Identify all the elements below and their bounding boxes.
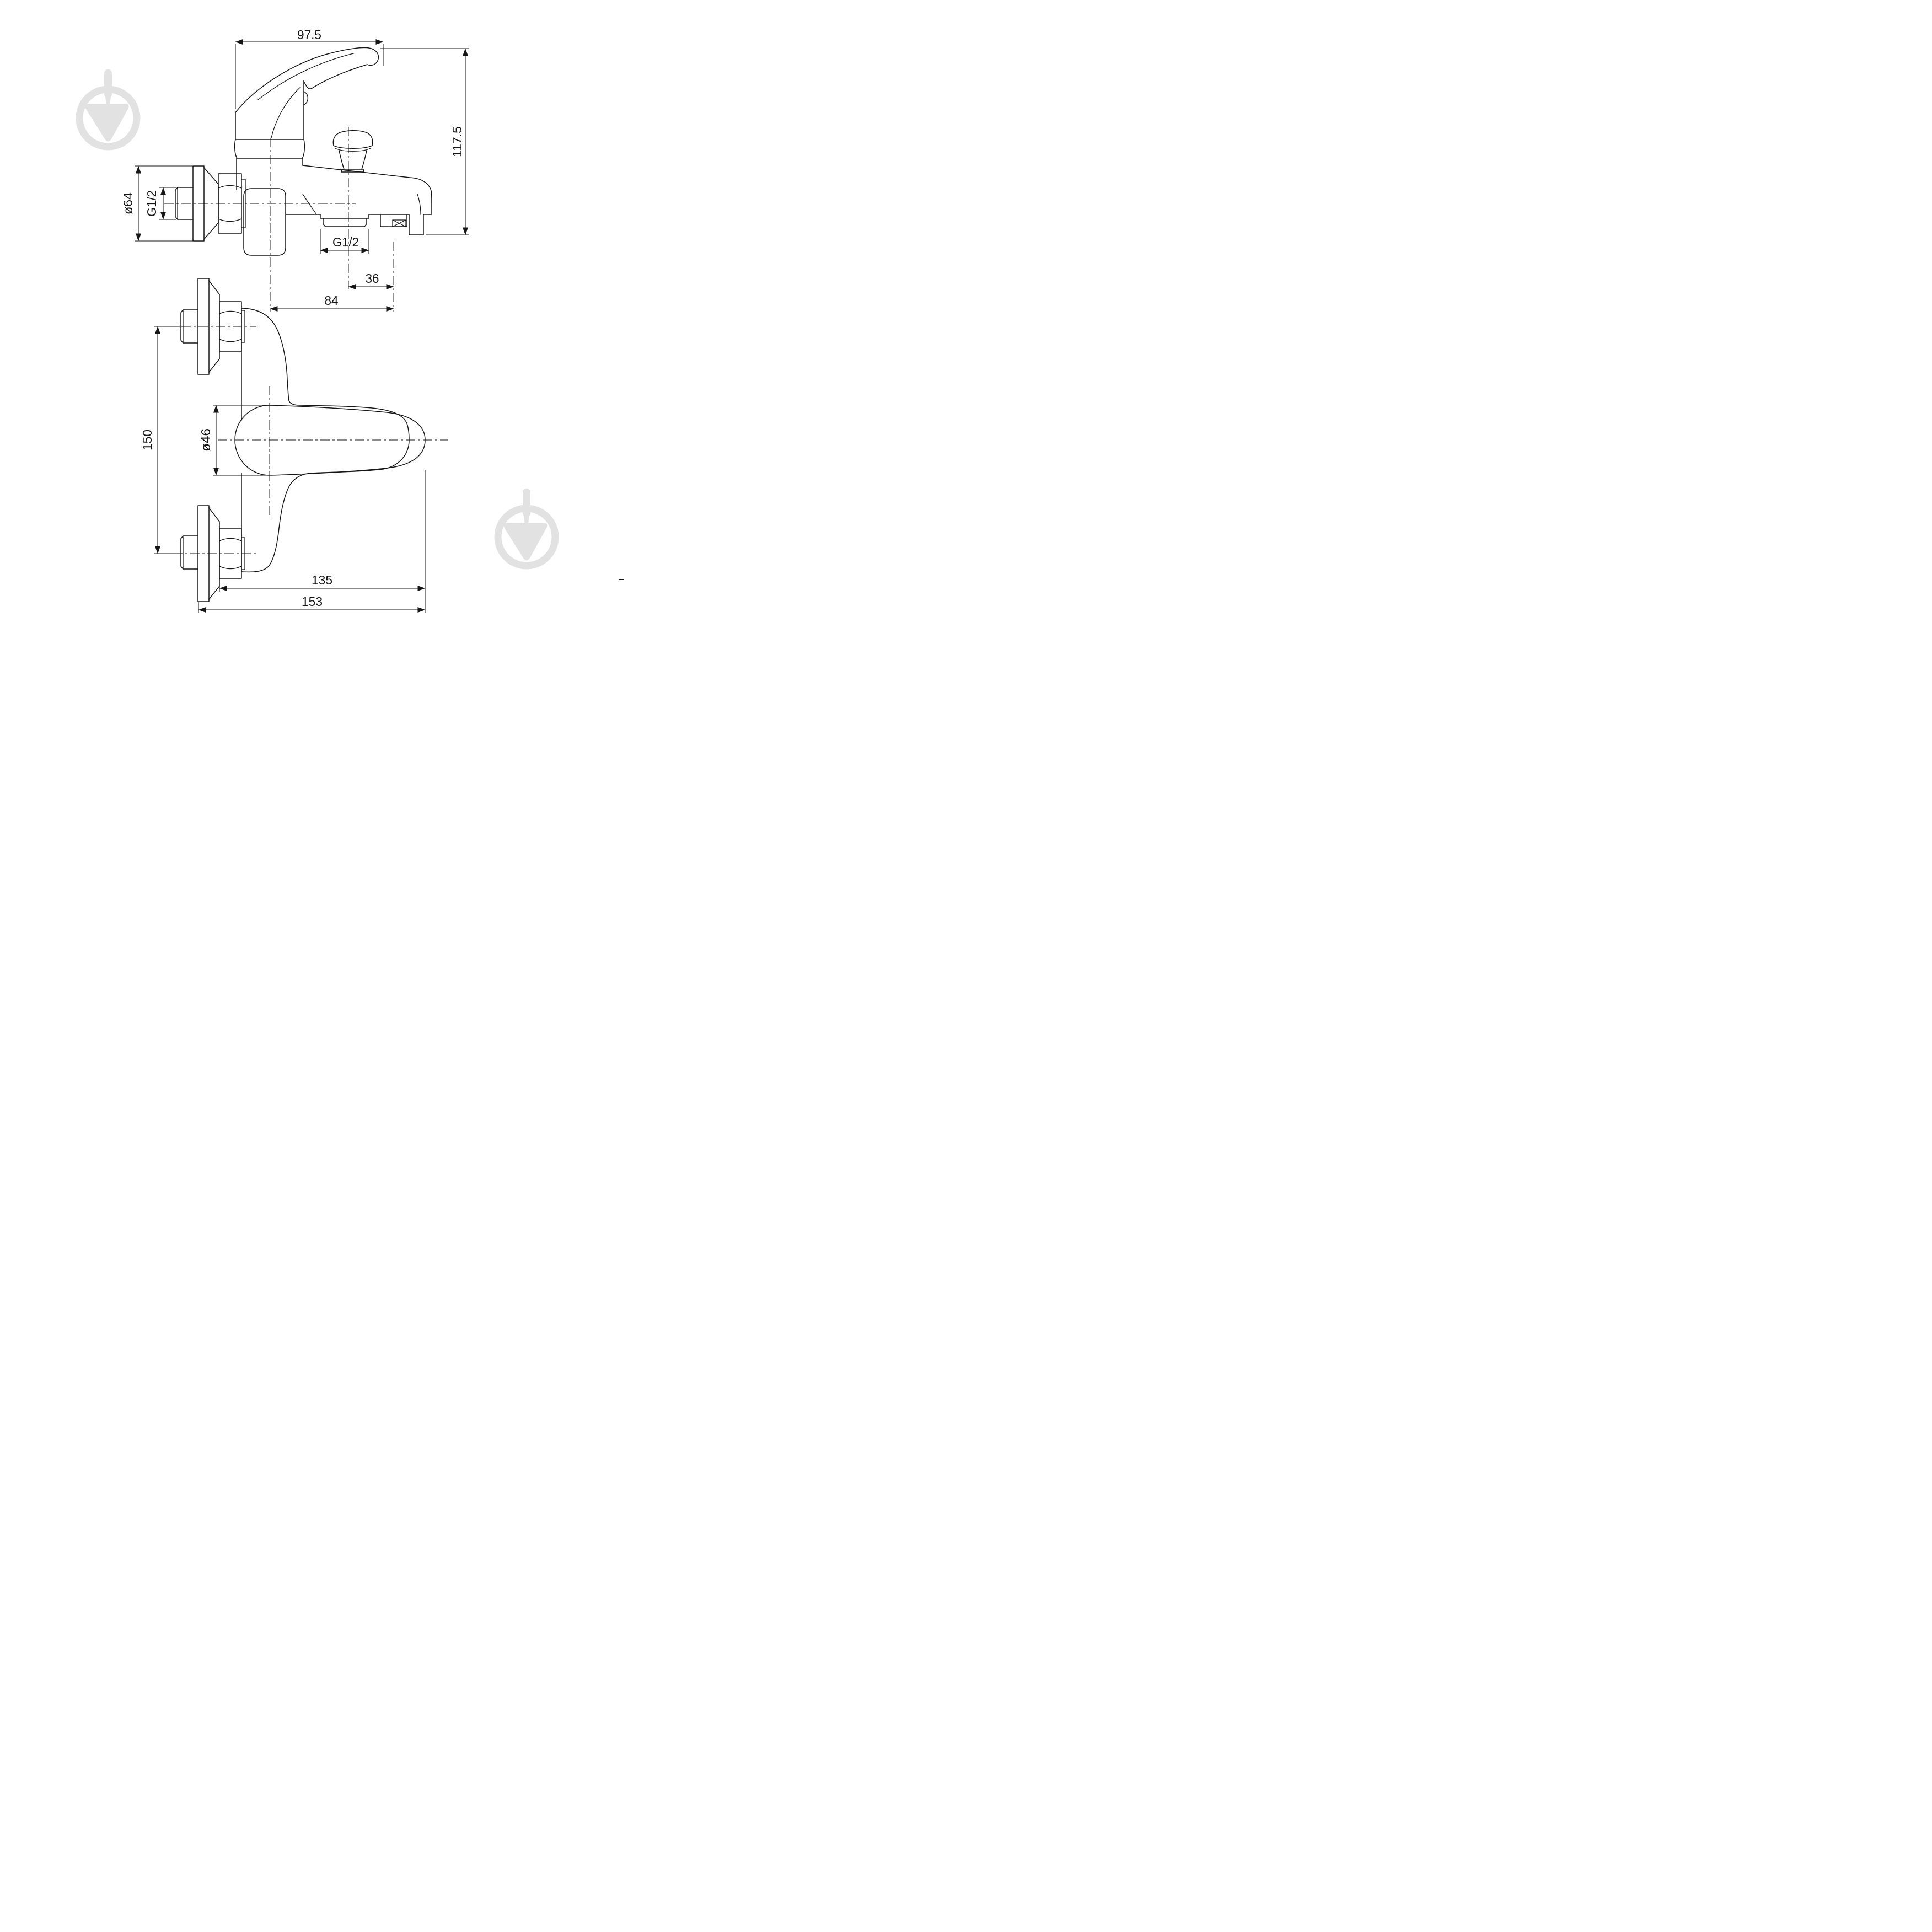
top-tail-pipe <box>180 309 198 344</box>
shower-outlet-stub <box>320 214 369 227</box>
side-view: 97.5 117.5 ø64 G1/2 G1/2 <box>121 28 469 312</box>
diverter-knob <box>332 130 373 173</box>
dim-wall-thread: G1/2 <box>144 187 176 220</box>
top-washer <box>241 310 245 343</box>
dim-label-projection-total: 153 <box>302 594 323 609</box>
bottom-flange-plate <box>197 505 210 602</box>
inlet-boss <box>243 188 286 256</box>
dim-label-pipe-spacing: 150 <box>140 430 154 450</box>
body-and-spout <box>243 165 432 256</box>
drawing-canvas: 97.5 117.5 ø64 G1/2 G1/2 <box>0 0 644 644</box>
dim-label-projection-to-flange: 135 <box>312 573 332 587</box>
dim-label-axis-to-aerator: 84 <box>325 293 339 308</box>
lever-ridge-line <box>257 53 354 100</box>
lever-neck-line <box>271 87 301 138</box>
dim-label-flange-diameter: ø64 <box>121 192 135 214</box>
cartridge-section <box>234 139 305 190</box>
top-flange-assembly <box>180 278 245 375</box>
plan-body <box>241 308 410 573</box>
dim-outlet-to-aerator: 36 <box>348 271 394 289</box>
dim-axis-to-aerator: 84 <box>270 293 394 312</box>
aerator <box>380 214 407 227</box>
dim-label-handle-diameter: ø46 <box>198 428 213 452</box>
handle-button-bump <box>303 91 309 105</box>
handle-end-view <box>234 405 426 476</box>
dim-label-spout-reach: 97.5 <box>297 28 321 42</box>
washer <box>241 179 246 228</box>
dim-label-shower-outlet-thread: G1/2 <box>332 235 359 249</box>
dim-total-height: 117.5 <box>380 48 469 235</box>
dim-label-outlet-to-aerator: 36 <box>366 271 379 286</box>
body-fillet-arc <box>302 194 317 215</box>
top-flange-plate <box>197 278 210 375</box>
dim-shower-outlet-thread: G1/2 <box>320 229 369 254</box>
bottom-flange-assembly <box>180 505 245 602</box>
wall-nut <box>218 173 242 234</box>
watermark-top-left-trowel-logo-icon <box>76 69 141 151</box>
spout-mouth-inner-line <box>417 194 421 215</box>
flange-plate <box>192 165 205 242</box>
dim-flange-diameter: ø64 <box>121 165 196 242</box>
dim-projection-total: 153 <box>198 594 426 613</box>
bottom-washer <box>241 537 245 570</box>
watermark-bottom-right-trowel-logo-icon <box>494 489 559 570</box>
wall-flange-assembly <box>175 165 246 242</box>
wall-nipple <box>175 187 194 220</box>
dim-spout-reach: 97.5 <box>235 28 384 109</box>
dim-projection-to-flange: 135 <box>219 470 426 613</box>
bottom-tail-pipe <box>180 535 198 570</box>
faucet-technical-drawing: 97.5 117.5 ø64 G1/2 G1/2 <box>76 28 624 613</box>
dim-handle-diameter: ø46 <box>198 405 271 476</box>
dim-label-wall-thread: G1/2 <box>144 190 159 217</box>
dim-label-total-height: 117.5 <box>450 126 464 157</box>
dim-pipe-spacing: 150 <box>140 326 180 554</box>
plan-view: 150 ø46 135 153 <box>140 278 448 613</box>
lever-handle <box>235 47 379 140</box>
